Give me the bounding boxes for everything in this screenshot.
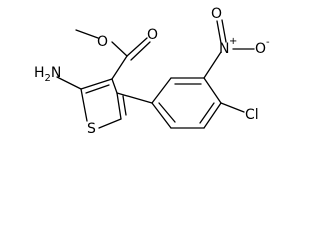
bond-ar-6-1: [151, 102, 172, 129]
chlorine-label: Cl: [245, 107, 259, 123]
bond-ar-1-2: [151, 77, 172, 104]
bond-o-carbonyl-carbon: [111, 41, 128, 57]
bond-carbonyl-double-2: [130, 41, 151, 61]
bond-n-o-top-1: [216, 20, 222, 44]
bond-carbonyl-c3: [111, 55, 128, 80]
structure-canvas: O O H2N S N + O O - Cl: [34, 6, 270, 137]
bond-c4-phenyl: [116, 92, 153, 104]
bond-ar-no2: [203, 51, 222, 79]
amine-h: H: [34, 65, 45, 81]
bond-ar-4-5-inner: [199, 102, 215, 124]
bond-n-o-top-2: [221, 19, 227, 43]
nitro-oxygen-top-label: O: [211, 6, 222, 22]
molecule-drawing: O O H2N S N + O O - Cl: [34, 6, 270, 137]
nitro-plus-charge: +: [229, 36, 237, 47]
bond-ar-4-5: [203, 102, 222, 129]
bond-c3-c2-inner: [85, 84, 110, 94]
bond-c2-s: [80, 88, 88, 122]
bond-ar-cl: [220, 102, 245, 113]
bond-methyl-o: [75, 29, 99, 39]
bond-c2-nh2: [56, 76, 82, 90]
sulfur-label: S: [87, 121, 96, 137]
nitro-nitrogen-label: N: [219, 41, 229, 57]
nitro-oxygen-right-label: O: [255, 41, 266, 57]
amine-subscript: 2: [45, 73, 51, 84]
bond-ar-3-4: [203, 77, 222, 104]
amine-n: N: [51, 65, 61, 81]
nitro-minus-charge: -: [266, 37, 270, 48]
bond-c5-c4: [116, 92, 122, 120]
bond-carbonyl-double-1: [126, 37, 148, 57]
bond-ar-6-1-inner: [158, 102, 176, 123]
amine-label: H2N: [34, 65, 61, 84]
bond-s-c5: [98, 118, 122, 129]
ester-oxygen-label: O: [97, 34, 108, 50]
bond-c4-c3: [111, 78, 118, 94]
bond-c3-c2: [80, 78, 113, 90]
carbonyl-oxygen-label: O: [147, 27, 158, 43]
bond-c5-c4-inner: [122, 95, 127, 116]
